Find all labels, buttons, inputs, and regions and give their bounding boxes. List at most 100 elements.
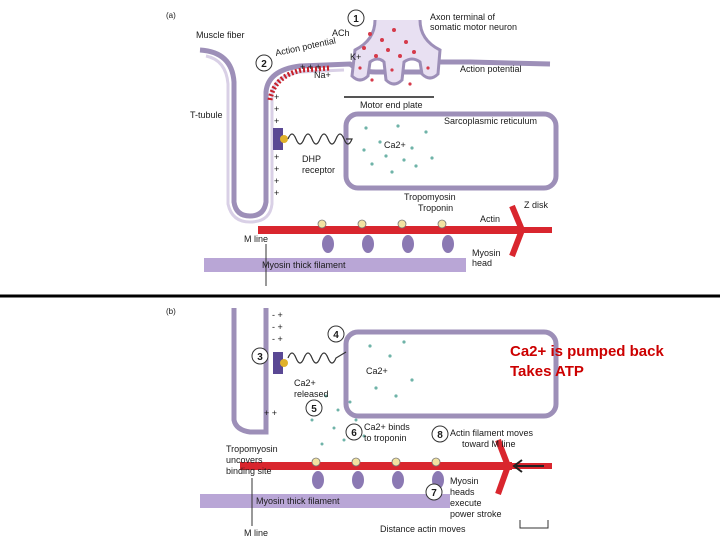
- panel-b-tag: (b): [166, 307, 176, 316]
- step-8-number: 8: [437, 430, 443, 441]
- svg-text:+ + +: + + +: [300, 62, 321, 72]
- label-m-line-b: M line: [244, 528, 268, 538]
- sarcoplasmic-reticulum: [343, 111, 559, 191]
- step-8-badge: [431, 425, 449, 443]
- label-ca2-released-1: Ca2+: [294, 378, 316, 388]
- label-myosin-thick-filament-b: Myosin thick filament: [256, 496, 340, 506]
- label-ca2-released-2: released: [294, 389, 329, 399]
- svg-text:+: +: [274, 152, 279, 162]
- label-sarcoplasmic-reticulum: Sarcoplasmic reticulum: [444, 116, 537, 126]
- myosin-thick-filament: [204, 258, 466, 272]
- label-na-ion: Na+: [314, 70, 331, 80]
- label-actin-moves-1: Actin filament moves: [450, 428, 534, 438]
- ach-vesicles: [358, 28, 430, 86]
- label-ca2-b: Ca2+: [366, 366, 388, 376]
- actin-filament-b: [240, 462, 512, 470]
- label-myosin-heads-1: Myosin: [450, 476, 479, 486]
- step-7-badge: [425, 483, 443, 501]
- step-6-number: 6: [351, 428, 357, 439]
- panel-b: (b) - + - + - + + +: [166, 307, 559, 538]
- step-7-number: 7: [431, 488, 437, 499]
- released-calcium-dots: [310, 394, 366, 446]
- label-dhp-1: DHP: [302, 154, 321, 164]
- step-2-number: 2: [261, 59, 267, 70]
- step-3-number: 3: [257, 352, 263, 363]
- t-tubule-membrane-b: [231, 308, 269, 435]
- label-myosin-thick-filament: Myosin thick filament: [262, 260, 346, 270]
- label-action-potential-curved: Action potential: [274, 35, 336, 58]
- label-ca2: Ca2+: [384, 140, 406, 150]
- svg-text:+: +: [274, 92, 279, 102]
- label-tropomyosin-3: binding site: [226, 466, 272, 476]
- label-tropomyosin-1: Tropomyosin: [226, 444, 278, 454]
- troponin-knobs: [317, 219, 447, 229]
- actin-movement-arrow: [512, 459, 544, 473]
- label-myosin-heads-3: execute: [450, 498, 482, 508]
- sr-calcium-dots: [362, 124, 434, 174]
- label-myosin-head-2: head: [472, 258, 492, 268]
- svg-text:+: +: [274, 104, 279, 114]
- label-tropomyosin-2: uncovers: [226, 455, 263, 465]
- step-2-badge: [255, 54, 273, 72]
- annotation-line-2: Takes ATP: [510, 363, 584, 380]
- svg-text:+: +: [274, 164, 279, 174]
- step-5-number: 5: [311, 404, 317, 415]
- annotation-line-1: Ca2+ is pumped back: [510, 343, 664, 360]
- label-myosin-head-1: Myosin: [472, 248, 501, 258]
- svg-text:+: +: [274, 116, 279, 126]
- step-4-number: 4: [333, 330, 339, 341]
- label-myosin-heads-2: heads: [450, 487, 475, 497]
- label-troponin: Troponin: [418, 203, 453, 213]
- label-ach: ACh: [332, 28, 350, 38]
- label-m-line: M line: [244, 234, 268, 244]
- sr-calcium-dots-b: [368, 340, 414, 398]
- label-k-ion: K+: [350, 52, 361, 62]
- label-distance-actin-moves: Distance actin moves: [380, 524, 466, 534]
- distance-bracket: [519, 520, 549, 529]
- panel-a-tag: (a): [166, 11, 176, 20]
- label-muscle-fiber: Muscle fiber: [196, 30, 245, 40]
- step-1-number: 1: [353, 14, 359, 25]
- label-ca2-binds-2: to troponin: [364, 433, 407, 443]
- svg-text:- +: - +: [272, 322, 283, 332]
- label-motor-end-plate: Motor end plate: [360, 100, 423, 110]
- step-3-badge: [251, 347, 269, 365]
- actin-filament: [258, 226, 520, 234]
- ryanodine-coil: [287, 133, 353, 145]
- myosin-thick-filament-b: [200, 494, 450, 508]
- label-axon-terminal-1: Axon terminal of: [430, 12, 496, 22]
- label-dhp-2: receptor: [302, 165, 335, 175]
- axon-terminal: [350, 19, 442, 86]
- step-4-badge: [327, 325, 345, 343]
- label-myosin-heads-4: power stroke: [450, 509, 502, 519]
- ryanodine-coil-b: [287, 351, 347, 364]
- label-z-disk: Z disk: [524, 200, 549, 210]
- sarcoplasmic-reticulum-b: [343, 329, 559, 419]
- label-ca2-binds-1: Ca2+ binds: [364, 422, 410, 432]
- dhp-receptor: [273, 128, 283, 150]
- motor-end-plate-bracket: [344, 96, 434, 98]
- step-1-badge: [347, 9, 365, 27]
- svg-text:- +: - +: [272, 310, 283, 320]
- svg-text:- +: - +: [272, 334, 283, 344]
- svg-text:+: +: [274, 176, 279, 186]
- label-actin: Actin: [480, 214, 500, 224]
- label-actin-moves-2: toward M line: [462, 439, 516, 449]
- myosin-heads-b: [312, 471, 444, 489]
- panel-a: (a) +++ +++ ++ + + +: [166, 9, 559, 286]
- label-tropomyosin: Tropomyosin: [404, 192, 456, 202]
- svg-text:+: +: [274, 188, 279, 198]
- troponin-knobs-b: [311, 457, 441, 467]
- label-axon-terminal-2: somatic motor neuron: [430, 22, 517, 32]
- action-potential-strip: [267, 65, 331, 101]
- t-tubule-charges-b: - + - + - + + +: [264, 310, 283, 418]
- step-6-badge: [345, 423, 363, 441]
- z-disk: [509, 204, 552, 258]
- label-t-tubule: T-tubule: [190, 110, 223, 120]
- dhp-receptor-b: [273, 352, 283, 374]
- label-action-potential: Action potential: [460, 64, 522, 74]
- myosin-heads: [322, 235, 454, 253]
- step-5-badge: [305, 399, 323, 417]
- svg-text:+ +: + +: [264, 408, 277, 418]
